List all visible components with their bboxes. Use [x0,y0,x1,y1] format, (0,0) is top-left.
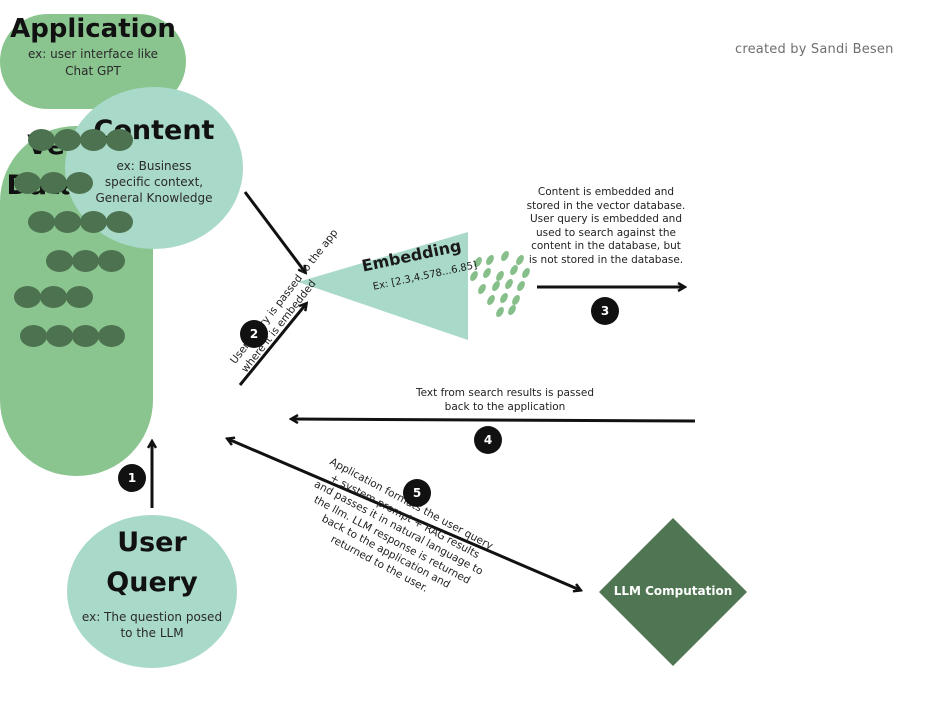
vector-row [28,211,133,233]
vector-dot [28,129,55,151]
arrow-vectordb-to-app [292,419,696,421]
application-title: Application [10,14,176,44]
vector-dot [80,129,107,151]
embedding-particle [478,283,486,295]
embedding-particle [517,280,525,292]
user-query-node: User Query ex: The question posed to the… [67,515,237,668]
embedding-particle [522,267,530,279]
vector-dot [72,325,99,347]
step-4-note: Text from search results is passed back … [416,387,594,413]
vector-dot [66,286,93,308]
vector-dot [54,129,81,151]
embedding-particle [474,256,482,268]
step-badge-3: 3 [591,297,619,325]
embedding-particle [510,264,518,276]
embedding-particle [501,250,509,262]
embedding-particle [512,294,520,306]
embedding-particle [508,304,516,316]
arrow-app-to-embedding [238,304,306,386]
vector-dot [98,250,125,272]
embedding-particle [487,294,495,306]
vector-dot [80,211,107,233]
embedding-particle [505,278,513,290]
vector-row [28,129,133,151]
embedding-particle [470,270,478,282]
step-badge-1: 1 [118,464,146,492]
embedding-particle [500,292,508,304]
diagram-connectors [0,191,747,666]
step-badge-5: 5 [403,479,431,507]
vector-dot [66,172,93,194]
vector-dot [28,211,55,233]
vector-row [46,250,125,272]
content-subtitle: ex: Business specific context, General K… [95,159,213,205]
embedding-particle [496,306,504,318]
arrow-app-llm-bidirectional [228,439,580,590]
llm-diamond [599,518,747,666]
vector-dot [20,325,47,347]
vector-dot [98,325,125,347]
llm-title: LLM Computation [613,584,733,598]
vector-dot [14,172,41,194]
vector-row [14,172,93,194]
step-badge-4: 4 [474,426,502,454]
vector-dot [40,172,67,194]
user-query-subtitle: ex: The question posed to the LLM [81,610,223,640]
vector-dot [46,325,73,347]
vector-dot [14,286,41,308]
embedding-particle [516,254,524,266]
credit-text: created by Sandi Besen [735,42,894,57]
embedding-particle [492,280,500,292]
embedding-particle [486,254,494,266]
vector-dot [106,129,133,151]
step-3-note: Content is embedded and stored in the ve… [526,186,686,266]
arrow-content-to-embedding [243,191,305,272]
embedding-shape [298,232,468,340]
vector-dot [54,211,81,233]
embedding-particle [496,270,504,282]
vector-dot [46,250,73,272]
vector-dot [40,286,67,308]
vector-database-node: Vector Database [0,126,153,476]
embedding-particles [470,250,530,318]
vector-row [20,325,125,347]
vector-dot [72,250,99,272]
vector-row [14,286,93,308]
user-query-title: User Query [106,527,198,598]
step-badge-2: 2 [240,320,268,348]
vector-dot [106,211,133,233]
application-subtitle: ex: user interface like Chat GPT [27,47,159,78]
embedding-particle [483,267,491,279]
